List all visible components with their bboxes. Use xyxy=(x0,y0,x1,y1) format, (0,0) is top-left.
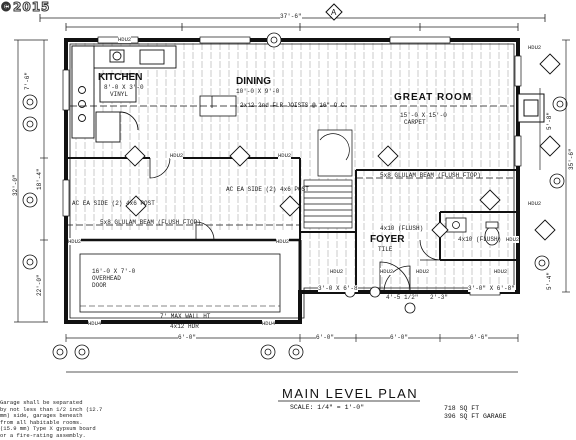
callout-diamonds xyxy=(124,53,561,241)
plan-scale: SCALE: 1/4" = 1'-0" xyxy=(290,404,365,411)
note-line: from all habitable rooms. xyxy=(0,418,83,426)
right-dim: 5'-8" xyxy=(546,111,553,130)
door-dim: 4'-5 1/2" xyxy=(386,294,419,301)
garage-floor xyxy=(81,255,279,305)
kitchen-fixtures xyxy=(71,45,177,143)
left-dimension-lines xyxy=(14,39,48,323)
note-line: or a fire-rating assembly. xyxy=(0,431,86,439)
garage-separation-notes: Garage shall be separated by not less th… xyxy=(0,399,103,440)
flush-note-2: 4x10 (FLUSH) xyxy=(458,236,502,243)
garage-door-label: DOOR xyxy=(92,282,107,289)
hdu-tag: HDU4 xyxy=(262,320,276,327)
right-dim: 35'-6" xyxy=(568,148,575,170)
bottom-dim: 6'-0" xyxy=(316,334,335,341)
stairs xyxy=(303,129,353,229)
bottom-dim: 6'-6" xyxy=(470,334,489,341)
left-dim: 32'-0" xyxy=(12,174,19,196)
door-dim: 3'-0" X 6'-8" xyxy=(468,285,515,292)
garage-door-type: OVERHEAD xyxy=(92,275,121,282)
hdu-tag: HDU2 xyxy=(68,238,82,245)
beam-note-2: 5x8 GLULAM BEAM (FLUSH FTOP) xyxy=(380,172,481,179)
post-note-2: AC EA SIDE (2) 4x6 POST xyxy=(226,186,309,193)
doors xyxy=(149,157,441,293)
foyer-label: FOYER xyxy=(370,234,405,245)
great-room-floor: CARPET xyxy=(404,119,426,126)
hdu-tag: HDU2 xyxy=(528,200,542,207)
note-line: (15.9 mm) Type X gypsum board xyxy=(0,425,96,433)
hdu-tag: HDU2 xyxy=(276,238,290,245)
left-dim: 7'-6" xyxy=(24,71,31,90)
right-dimension-lines xyxy=(539,39,570,293)
hdu-tag: HDU2 xyxy=(416,268,430,275)
left-dim: 22'-0" xyxy=(36,274,43,296)
left-dim: 18'-4" xyxy=(36,168,43,190)
note-line: by not less than 1/2 inch (12.7 xyxy=(0,405,103,413)
joist-note: 2x12 2nd FLR JOISTS @ 16" O.C. xyxy=(240,102,349,109)
header-note: 4x12 HDR xyxy=(170,323,199,330)
garage-area: 396 SQ FT GARAGE xyxy=(444,413,507,420)
joist-hatch-lower xyxy=(300,232,518,292)
callout-circles xyxy=(22,32,568,360)
overall-width-dim: 37'-6" xyxy=(280,13,302,20)
hdu-tag: HDU2 xyxy=(170,152,184,159)
hdu-tag: HDU4 xyxy=(88,320,102,327)
bottom-dimension-lines xyxy=(65,334,519,373)
bath-fixtures xyxy=(445,217,500,246)
bottom-dim: 6'-0" xyxy=(390,334,409,341)
kitchen-size: 8'-0 X 3'-0 xyxy=(104,84,144,91)
plan-title: MAIN LEVEL PLAN xyxy=(282,386,419,401)
note-line: mm) side, garages beneath xyxy=(0,412,83,420)
dining-size: 10'-0 X 9'-0 xyxy=(236,88,280,95)
right-dim: 5'-4" xyxy=(546,271,553,290)
dining-label: DINING xyxy=(236,76,271,87)
copyright-watermark: ©2015 xyxy=(0,0,51,15)
great-room-size: 15'-0 X 15'-0 xyxy=(400,112,447,119)
bottom-dim: 6'-0" xyxy=(178,334,197,341)
wall-height-note: 7' MAX WALL HT xyxy=(160,313,211,320)
kitchen-label: KITCHEN xyxy=(98,72,143,83)
north-arrow-icon: A xyxy=(325,3,343,21)
great-room-label: GREAT ROOM xyxy=(394,92,473,103)
door-dim: 2'-3" xyxy=(430,294,449,301)
house-area: 718 SQ FT xyxy=(444,405,480,412)
hdu-tag: HDU2 xyxy=(118,36,132,43)
hdu-tag: HDU2 xyxy=(380,268,394,275)
flush-note-1: 4x10 (FLUSH) xyxy=(380,225,424,232)
foyer-floor: TILE xyxy=(378,246,393,253)
hdu-tag: HDU2 xyxy=(330,268,344,275)
hdu-tag: HDU2 xyxy=(506,236,520,243)
kitchen-floor: VINYL xyxy=(110,91,129,98)
door-dim: 3'-0 X 6'-8 xyxy=(318,285,358,292)
beam-lines xyxy=(66,105,518,226)
hdu-tag: HDU2 xyxy=(278,152,292,159)
beam-note-1: 5x8 GLULAM BEAM (FLUSH FTOP) xyxy=(100,219,201,226)
garage-door-size: 16'-0 X 7'-0 xyxy=(92,268,136,275)
garage-walls xyxy=(66,238,302,322)
svg-text:A: A xyxy=(331,8,337,17)
hdu-tag: HDU2 xyxy=(494,268,508,275)
hdu-tag: HDU2 xyxy=(528,44,542,51)
post-note-1: AC EA SIDE (2) 4x6 POST xyxy=(72,200,155,207)
note-line: Garage shall be separated xyxy=(0,399,83,406)
